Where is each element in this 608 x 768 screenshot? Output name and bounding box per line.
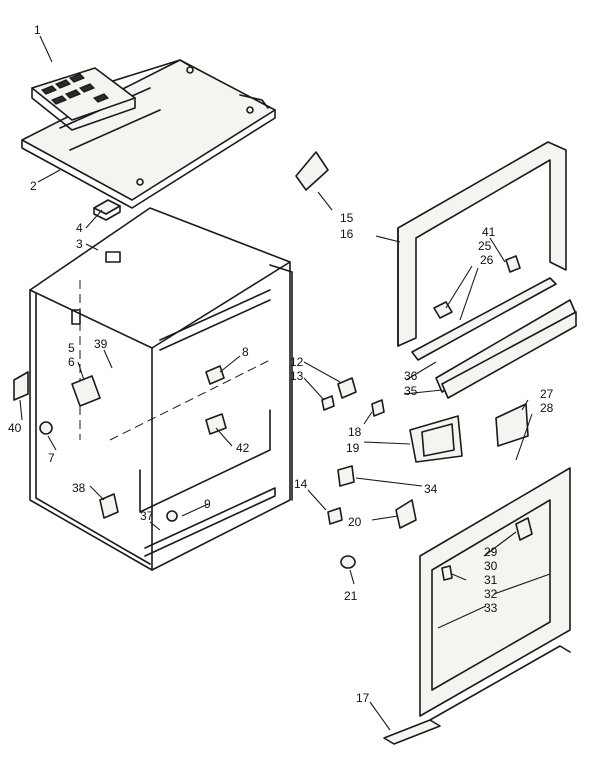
- callout-17: 17: [356, 691, 370, 705]
- cabinet-liner: [29, 207, 293, 571]
- callout-36: 36: [404, 369, 418, 383]
- callout-9: 9: [204, 497, 211, 511]
- front-frame: [397, 141, 567, 347]
- callout-7: 7: [48, 451, 55, 465]
- callout-15: 15: [340, 211, 354, 225]
- callout-37: 37: [140, 509, 154, 523]
- trim-strips: [411, 277, 577, 399]
- callout-1: 1: [34, 23, 41, 37]
- callout-33: 33: [484, 601, 498, 615]
- callout-42: 42: [236, 441, 250, 455]
- callout-2: 2: [30, 179, 37, 193]
- callout-41: 41: [482, 225, 496, 239]
- lower-frame: [383, 467, 571, 745]
- control-panel: [31, 67, 136, 131]
- callout-8: 8: [242, 345, 249, 359]
- callout-4: 4: [76, 221, 83, 235]
- callout-13: 13: [290, 369, 304, 383]
- callout-30: 30: [484, 559, 498, 573]
- callout-34: 34: [424, 482, 438, 496]
- callout-3: 3: [76, 237, 83, 251]
- callout-32: 32: [484, 587, 498, 601]
- callout-19: 19: [346, 441, 360, 455]
- callout-25: 25: [478, 239, 492, 253]
- leader-lines: [19, 35, 551, 731]
- callout-14: 14: [294, 477, 308, 491]
- callout-28: 28: [540, 401, 554, 415]
- callout-6: 6: [68, 355, 75, 369]
- callout-20: 20: [348, 515, 362, 529]
- callout-12: 12: [290, 355, 304, 369]
- callout-26: 26: [480, 253, 494, 267]
- callout-27: 27: [540, 387, 554, 401]
- top-clip: [93, 199, 121, 221]
- callout-31: 31: [484, 573, 498, 587]
- callout-18: 18: [348, 425, 362, 439]
- callout-39: 39: [94, 337, 108, 351]
- callout-16: 16: [340, 227, 354, 241]
- callout-40: 40: [8, 421, 22, 435]
- callout-35: 35: [404, 384, 418, 398]
- small-parts: [13, 151, 533, 581]
- callout-21: 21: [344, 589, 358, 603]
- callout-labels: 1 2 4 3 5 6 39 8 40 7 42 38 37 9 15 16 4…: [8, 23, 554, 705]
- callout-29: 29: [484, 545, 498, 559]
- callout-38: 38: [72, 481, 86, 495]
- callout-5: 5: [68, 341, 75, 355]
